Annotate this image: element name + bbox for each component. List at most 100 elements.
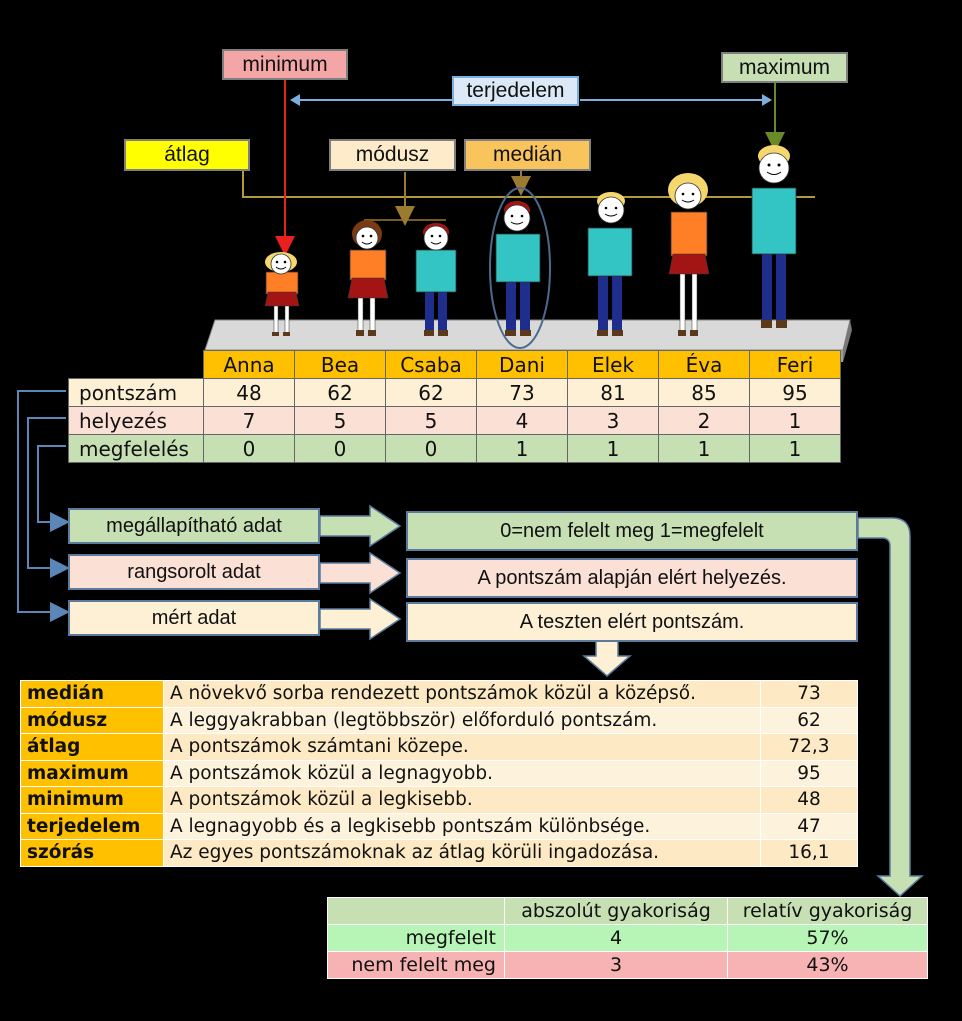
desc-mert: A teszten elért pontszám. bbox=[406, 602, 858, 642]
freq-row: megfelelt 4 57% bbox=[327, 924, 928, 952]
stat-value: 73 bbox=[760, 680, 858, 708]
stat-row: szórás Az egyes pontszámoknak az átlag k… bbox=[20, 839, 858, 867]
freq-header: relatív gyakoriság bbox=[727, 897, 928, 925]
cell: 0 bbox=[203, 434, 295, 463]
freq-header-row: abszolút gyakoriság relatív gyakoriság bbox=[327, 897, 928, 925]
stat-desc: A növekvő sorba rendezett pontszámok köz… bbox=[163, 680, 761, 708]
stat-value: 48 bbox=[760, 786, 858, 814]
name-row: Anna Bea Csaba Dani Elek Éva Feri bbox=[69, 350, 841, 379]
row-megfeleles: megfelelés 0 0 0 1 1 1 1 bbox=[68, 434, 841, 463]
row-label: helyezés bbox=[68, 406, 204, 435]
cell: 7 bbox=[203, 406, 295, 435]
cell: 62 bbox=[294, 378, 386, 407]
stat-row: medián A növekvő sorba rendezett pontszá… bbox=[20, 680, 858, 708]
figure-elek bbox=[587, 192, 633, 336]
name-cell: Csaba bbox=[385, 350, 477, 379]
statistics-table: medián A növekvő sorba rendezett pontszá… bbox=[20, 680, 858, 867]
figure-bea bbox=[347, 220, 389, 336]
stat-desc: A leggyakrabban (legtöbbször) előforduló… bbox=[163, 706, 761, 734]
label-modusz: módusz bbox=[329, 139, 456, 171]
stat-term: medián bbox=[20, 680, 164, 708]
stat-row: átlag A pontszámok számtani közepe. 72,3 bbox=[20, 733, 858, 761]
row-label: megfelelés bbox=[68, 434, 204, 463]
stat-value: 62 bbox=[760, 706, 858, 734]
score-table: Anna Bea Csaba Dani Elek Éva Feri pontsz… bbox=[68, 350, 841, 463]
stat-desc: A legnagyobb és a legkisebb pontszám kül… bbox=[163, 812, 761, 840]
freq-abs: 3 bbox=[504, 951, 728, 979]
name-cell: Elek bbox=[567, 350, 659, 379]
stat-term: minimum bbox=[20, 786, 164, 814]
cell: 81 bbox=[567, 378, 659, 407]
row-pontszam: pontszám 48 62 62 73 81 85 95 bbox=[68, 378, 841, 407]
stat-desc: A pontszámok számtani közepe. bbox=[163, 733, 761, 761]
stat-value: 47 bbox=[760, 812, 858, 840]
label-terjedelem: terjedelem bbox=[452, 76, 579, 106]
figure-anna bbox=[264, 252, 300, 336]
row-helyezes: helyezés 7 5 5 4 3 2 1 bbox=[68, 406, 841, 435]
type-mert: mért adat bbox=[68, 600, 320, 636]
stat-row: módusz A leggyakrabban (legtöbbször) elő… bbox=[20, 706, 858, 734]
cell: 48 bbox=[203, 378, 295, 407]
name-cell: Bea bbox=[294, 350, 386, 379]
freq-label: megfelelt bbox=[327, 924, 505, 952]
stat-row: minimum A pontszámok közül a legkisebb. … bbox=[20, 786, 858, 814]
cell: 95 bbox=[749, 378, 841, 407]
cell: 62 bbox=[385, 378, 477, 407]
stat-term: szórás bbox=[20, 839, 164, 867]
range-arrow bbox=[290, 94, 772, 106]
type-rangsorolt: rangsorolt adat bbox=[68, 554, 320, 590]
desc-megallapithato: 0=nem felelt meg 1=megfelelt bbox=[406, 511, 858, 551]
label-atlag: átlag bbox=[124, 139, 250, 171]
cell: 1 bbox=[658, 434, 750, 463]
cell: 1 bbox=[567, 434, 659, 463]
cell: 0 bbox=[294, 434, 386, 463]
figure-csaba bbox=[415, 223, 457, 336]
label-median: medián bbox=[464, 139, 591, 171]
freq-rel: 43% bbox=[727, 951, 928, 979]
name-cell: Feri bbox=[749, 350, 841, 379]
figure-feri bbox=[751, 145, 797, 328]
cell: 5 bbox=[385, 406, 477, 435]
freq-abs: 4 bbox=[504, 924, 728, 952]
figure-dani bbox=[495, 201, 541, 336]
stat-desc: A pontszámok közül a legnagyobb. bbox=[163, 759, 761, 787]
freq-header: abszolút gyakoriság bbox=[504, 897, 728, 925]
frequency-table: abszolút gyakoriság relatív gyakoriság m… bbox=[327, 897, 928, 979]
cell: 1 bbox=[476, 434, 568, 463]
stat-row: terjedelem A legnagyobb és a legkisebb p… bbox=[20, 812, 858, 840]
freq-rel: 57% bbox=[727, 924, 928, 952]
cell: 73 bbox=[476, 378, 568, 407]
stat-term: módusz bbox=[20, 706, 164, 734]
cell: 1 bbox=[749, 434, 841, 463]
cell: 5 bbox=[294, 406, 386, 435]
cell: 3 bbox=[567, 406, 659, 435]
stat-row: maximum A pontszámok közül a legnagyobb.… bbox=[20, 759, 858, 787]
freq-label: nem felelt meg bbox=[327, 951, 505, 979]
stat-value: 16,1 bbox=[760, 839, 858, 867]
cell: 2 bbox=[658, 406, 750, 435]
median-ellipse bbox=[489, 187, 551, 349]
label-minimum: minimum bbox=[222, 49, 348, 80]
mean-line bbox=[242, 170, 815, 198]
row-connectors bbox=[17, 390, 70, 622]
cell: 85 bbox=[658, 378, 750, 407]
figure-eva bbox=[668, 173, 710, 336]
stat-value: 95 bbox=[760, 759, 858, 787]
stat-value: 72,3 bbox=[760, 733, 858, 761]
row-label: pontszám bbox=[68, 378, 204, 407]
cell: 0 bbox=[385, 434, 477, 463]
freq-row: nem felelt meg 3 43% bbox=[327, 951, 928, 979]
cell: 4 bbox=[476, 406, 568, 435]
label-maximum: maximum bbox=[721, 52, 848, 83]
mode-bracket bbox=[364, 172, 446, 226]
name-cell: Anna bbox=[203, 350, 295, 379]
stat-term: átlag bbox=[20, 733, 164, 761]
stat-term: maximum bbox=[20, 759, 164, 787]
stat-desc: A pontszámok közül a legkisebb. bbox=[163, 786, 761, 814]
stat-desc: Az egyes pontszámoknak az átlag körüli i… bbox=[163, 839, 761, 867]
cell: 1 bbox=[749, 406, 841, 435]
name-cell: Dani bbox=[476, 350, 568, 379]
type-megallapithato: megállapítható adat bbox=[68, 508, 320, 544]
stat-term: terjedelem bbox=[20, 812, 164, 840]
